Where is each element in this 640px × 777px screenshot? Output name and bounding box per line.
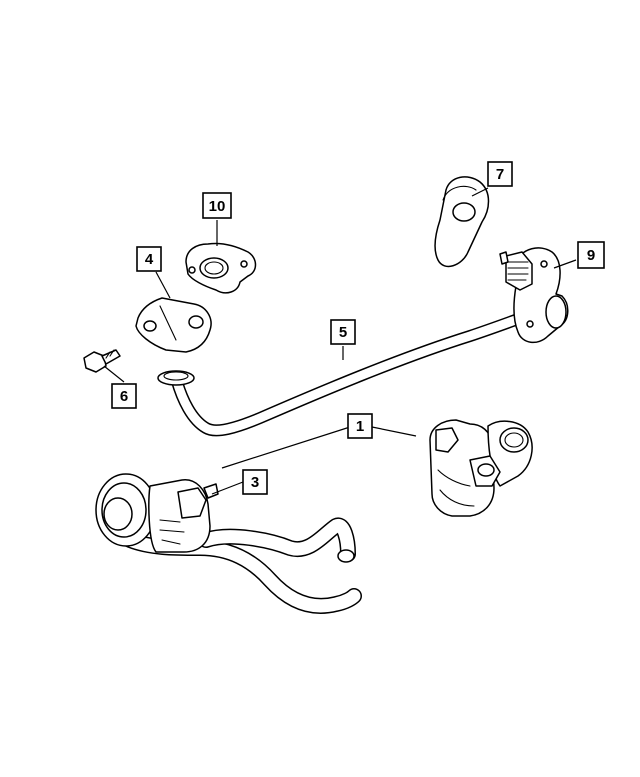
- part-gasket-10: [185, 242, 257, 294]
- callout-7-label: 7: [496, 166, 504, 183]
- callout-1: 1: [347, 413, 373, 439]
- part-bolt-6: [83, 349, 121, 373]
- leader-3: [211, 481, 244, 495]
- callout-4-label: 4: [145, 251, 154, 268]
- leader-1b: [371, 426, 417, 437]
- leader-4: [155, 271, 171, 299]
- callout-4: 4: [136, 246, 162, 272]
- leader-1a: [221, 426, 351, 469]
- part-valve-assembly-3: [95, 473, 362, 614]
- callout-10: 10: [202, 192, 232, 219]
- callout-5-label: 5: [339, 324, 347, 341]
- leader-7: [471, 187, 489, 197]
- callout-9: 9: [577, 241, 605, 269]
- leader-lines: [103, 187, 577, 495]
- callout-3: 3: [242, 469, 268, 495]
- part-gasket-4: [135, 297, 212, 353]
- callout-1-label: 1: [356, 418, 364, 435]
- leader-9: [553, 259, 577, 269]
- part-egr-tube-5: [157, 304, 550, 437]
- callout-6: 6: [111, 383, 137, 409]
- callout-6-label: 6: [120, 388, 128, 405]
- part-gasket-7: [434, 176, 490, 268]
- leader-6: [103, 365, 125, 383]
- callout-3-label: 3: [251, 474, 259, 491]
- callout-10-label: 10: [209, 198, 226, 215]
- part-valve-9: [499, 247, 569, 344]
- part-egr-valve-1: [429, 419, 533, 517]
- callout-7: 7: [487, 161, 513, 187]
- callout-9-label: 9: [587, 247, 595, 264]
- callout-5: 5: [330, 319, 356, 345]
